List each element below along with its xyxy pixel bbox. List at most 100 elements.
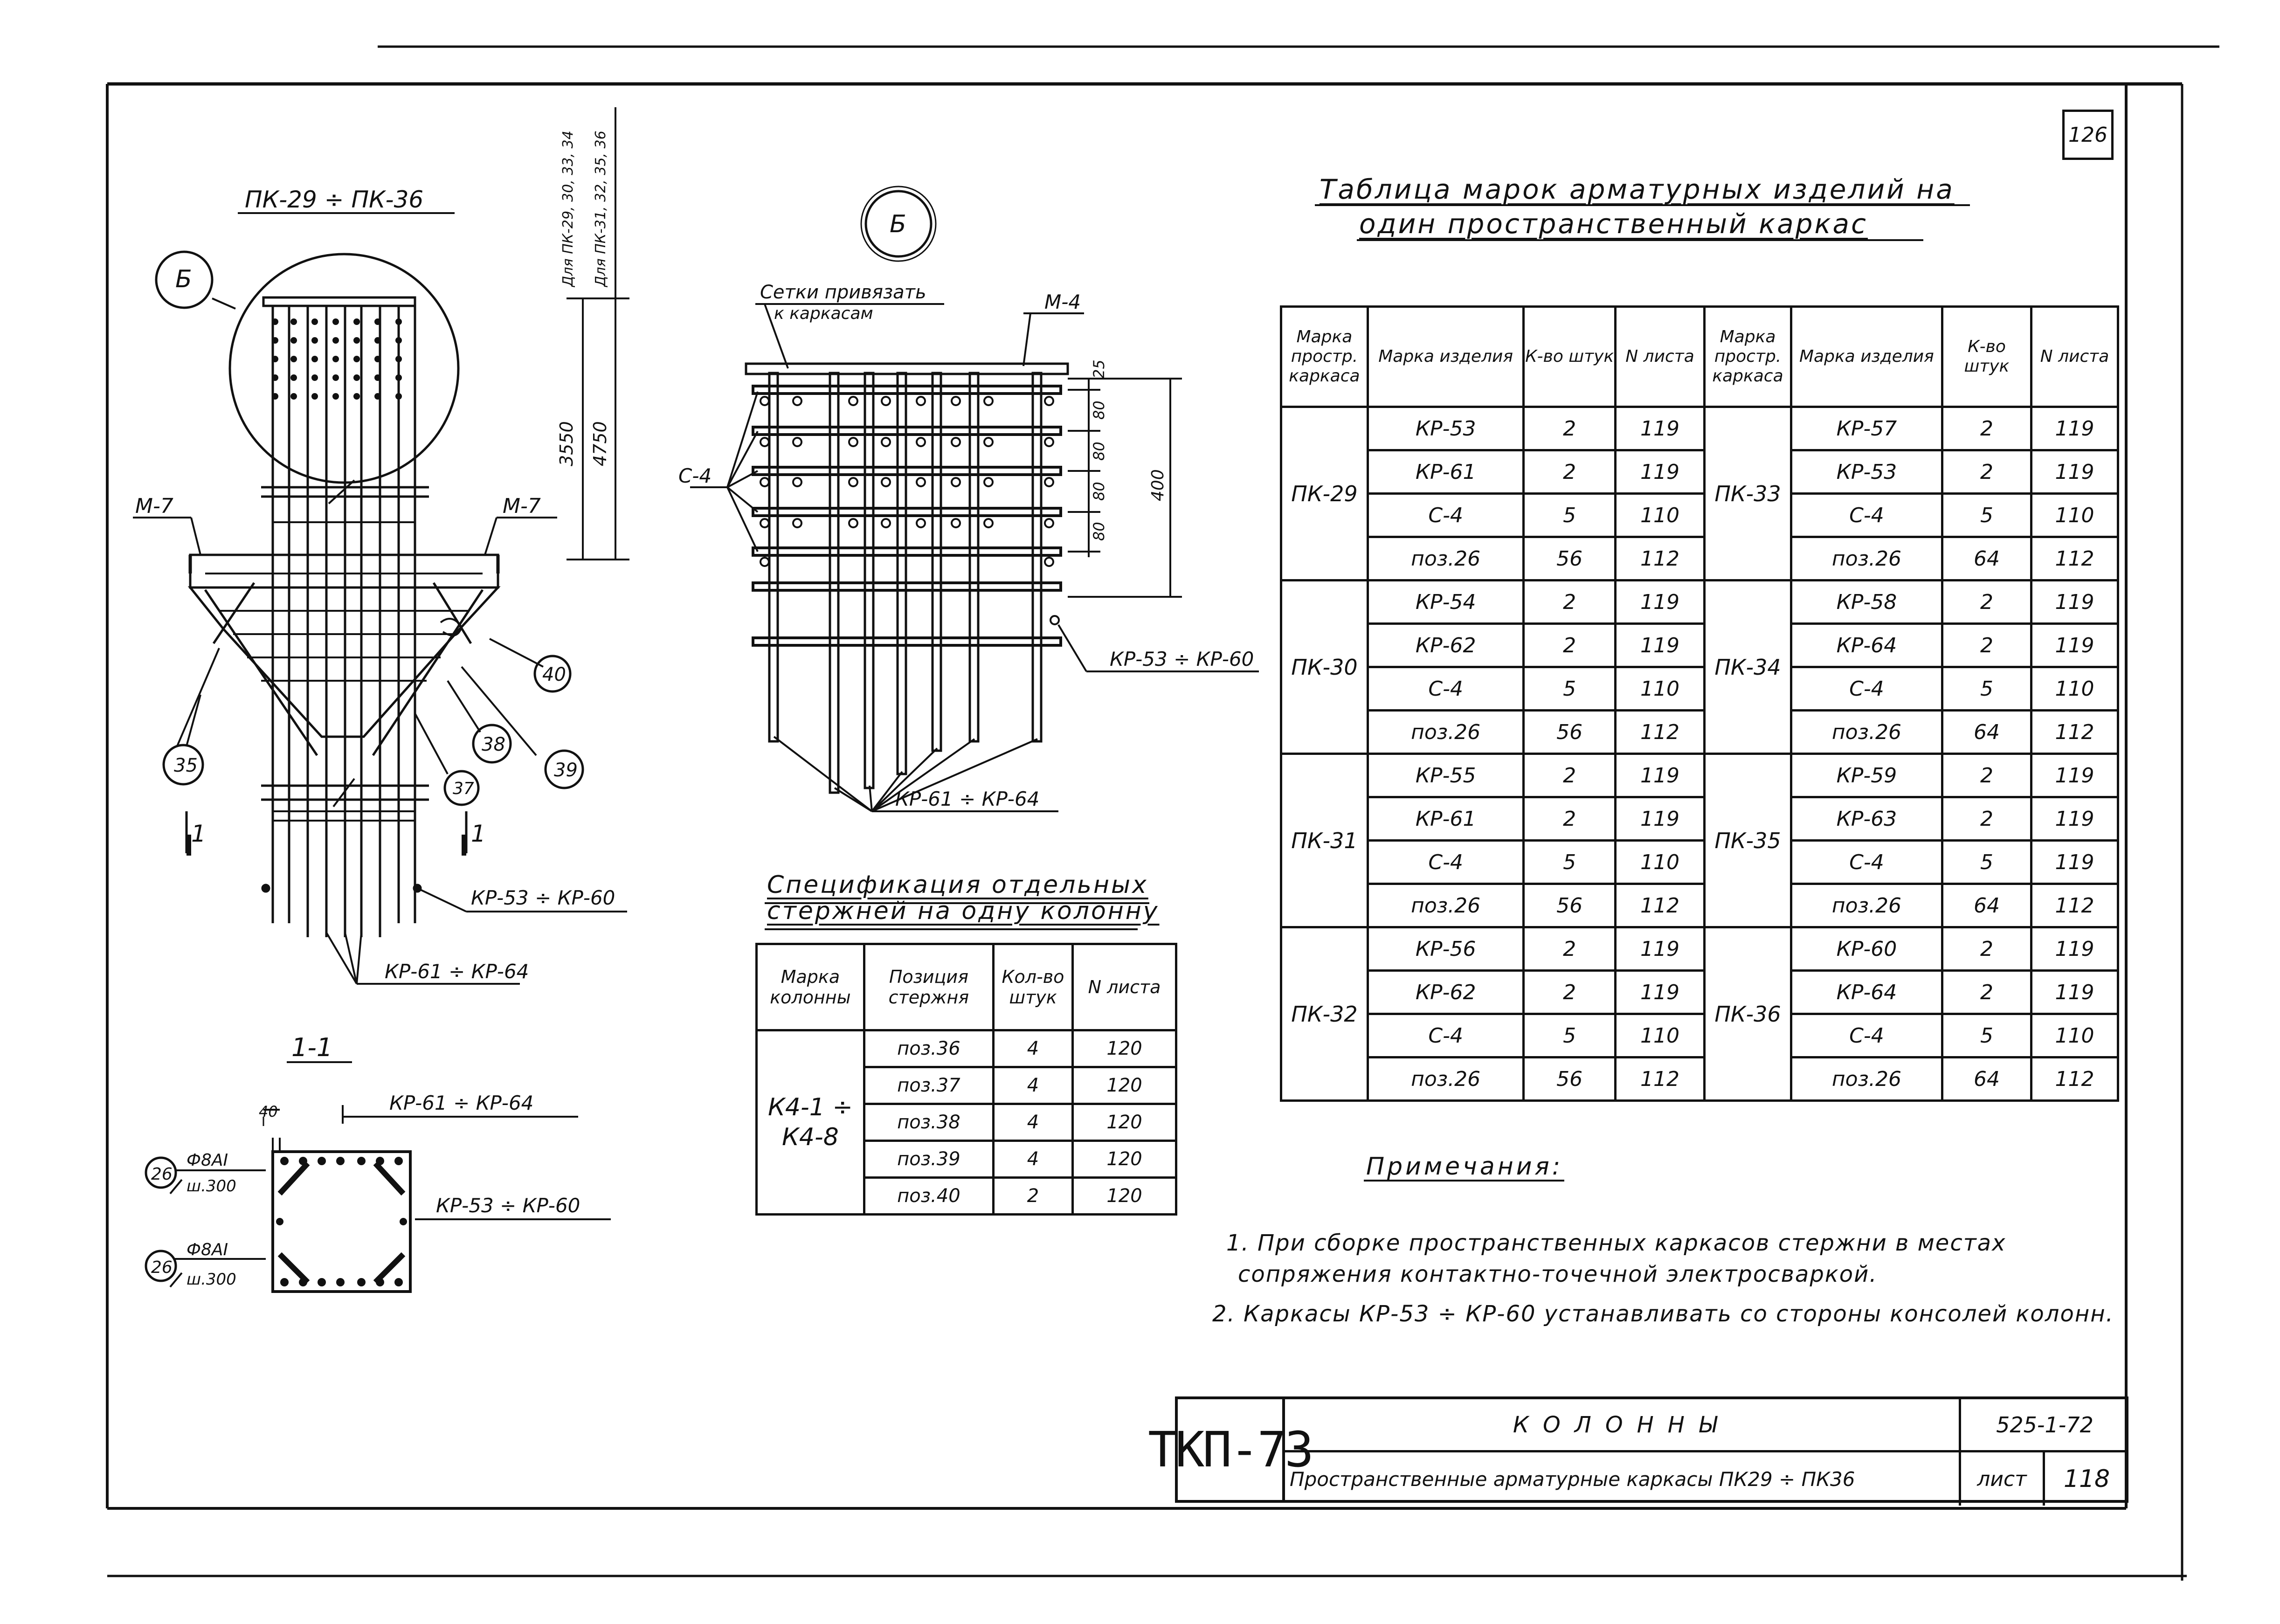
marks-table-title-2: один пространственный каркас [1359,208,1868,240]
table-row: поз.38 4 120 [757,1103,1177,1142]
detail-b-label-kr61-64: КР-61 ÷ КР-64 [895,788,1039,810]
position-cell: поз.40 [863,1176,995,1216]
qty-cell: 5 [1941,666,2033,712]
section-label-kr53-60: КР-53 ÷ КР-60 [436,1194,580,1217]
qty-cell: 2 [1941,796,2033,842]
product-cell: КР-54 [1366,579,1525,625]
callout-b-left: Б [175,265,192,293]
note-1-line-2: сопряжения контактно-точечной электросва… [1238,1261,1878,1287]
detail-b-dim-25: 25 [1090,359,1108,379]
product-cell: КР-53 [1366,406,1525,451]
product-cell: КР-62 [1366,622,1525,668]
qty-cell: 5 [1522,1013,1617,1058]
frame-mark-right: ПК-36 [1703,926,1792,1102]
qty-cell: 2 [1941,926,2033,972]
qty-cell: 2 [1522,579,1617,625]
sheet-cell: 110 [2030,492,2119,538]
qty-cell: 64 [1941,883,2033,928]
sheet-cell: 112 [1614,1056,1706,1102]
sheet-cell: 119 [2030,969,2119,1015]
pos-38: 38 [482,734,505,755]
qty-cell: 56 [1522,1056,1617,1102]
detail-b-callout: Б [890,210,906,238]
position-cell: поз.38 [863,1103,995,1142]
pos-40: 40 [542,664,566,685]
table-row: ПК-32 КР-56 2 119 ПК-36 КР-60 2 119 [1280,926,2119,1102]
qty-cell: 5 [1941,492,2033,538]
table-row: С-4 5 110 С-4 5 110 [1281,666,2119,712]
sheet-cell: 119 [1614,449,1706,495]
title-block-main: КОЛОННЫ Пространственные арматурные карк… [1285,1396,2128,1506]
sheet-cell: 110 [2030,666,2119,712]
section-rebar-bottom: Ф8АI [187,1240,228,1259]
section-label-kr61-64: КР-61 ÷ КР-64 [389,1092,533,1114]
qty-cell: 4 [992,1103,1074,1142]
product-cell: КР-64 [1789,622,1943,668]
sheet-cell: 119 [2030,406,2119,451]
section-rebar-top: Ф8АI [187,1151,228,1170]
table-row: КР-61 2 119 КР-53 2 119 [1281,449,2119,495]
header-position: Позиция стержня [863,943,995,1031]
product-cell: С-4 [1366,839,1525,885]
product-cell: С-4 [1366,492,1525,538]
qty-cell: 4 [992,1066,1074,1105]
product-cell: КР-56 [1366,926,1525,972]
drawing-labels: ПК-29 ÷ ПК-36 Б М-7 М-7 3550 4750 Для ПК… [135,131,1254,1289]
table-row: поз.26 56 112 поз.26 64 112 [1281,1056,2119,1102]
sheet-cell: 112 [1614,536,1706,581]
qty-cell: 2 [1522,449,1617,495]
qty-cell: 4 [992,1029,1074,1068]
sheet-cell: 119 [1614,622,1706,668]
product-cell: КР-55 [1366,753,1525,798]
sheet-cell: 110 [1614,839,1706,885]
vert-note-1: Для ПК-29, 30, 33, 34 [560,131,576,288]
header-column-mark: Марка колонны [755,943,865,1031]
section-pos-26-top: 26 [151,1165,173,1184]
product-cell: С-4 [1366,666,1525,712]
table-row: С-4 5 110 С-4 5 119 [1281,839,2119,885]
elev-label-kr53-60: КР-53 ÷ КР-60 [471,886,615,909]
spec-table-header: Марка колонны Позиция стержня Кол-во шту… [755,943,1177,1031]
pos-35: 35 [174,755,198,776]
detail-b-m4: М-4 [1044,290,1081,313]
position-callouts [155,250,584,806]
marks-table-title-1: Таблица марок арматурных изделий на [1320,173,1955,205]
qty-cell: 2 [1522,796,1617,842]
product-cell: КР-59 [1789,753,1943,798]
table-row: поз.39 4 120 [757,1140,1177,1179]
sheet-cell: 120 [1071,1066,1177,1105]
notes-heading: Примечания: [1366,1153,1563,1181]
detail-b-dim-400: 400 [1148,469,1168,501]
header-sheet-left: N листа [1614,305,1706,408]
sheet-cell: 120 [1071,1176,1177,1216]
table-row: К4-1 ÷ К4-8 поз.36 4 120 [755,1029,1177,1216]
detail-b-drawing [690,186,1259,812]
qty-cell: 5 [1522,839,1617,885]
sheet-frame [106,45,2219,1581]
product-cell: С-4 [1789,666,1943,712]
note-2: 2. Каркасы КР-53 ÷ КР-60 устанавливать с… [1212,1301,2114,1327]
mark-m7-left: М-7 [135,494,173,518]
detail-b-dim-80a: 80 [1090,401,1108,420]
qty-cell: 2 [1941,969,2033,1015]
product-cell: поз.26 [1366,709,1525,755]
detail-b-dim-80d: 80 [1090,522,1108,541]
sheet-cell: 112 [2030,883,2119,928]
product-cell: поз.26 [1366,883,1525,928]
table-row: ПК-30 КР-54 2 119 ПК-34 КР-58 2 119 [1280,579,2119,755]
spec-table-title-1: Спецификация отдельных [767,871,1148,899]
qty-cell: 5 [1522,492,1617,538]
product-cell: КР-61 [1366,449,1525,495]
sheet-cell: 119 [2030,579,2119,625]
product-cell: С-4 [1789,839,1943,885]
heading-rules [765,204,1970,1182]
qty-cell: 2 [1522,753,1617,798]
table-row: поз.37 4 120 [757,1066,1177,1105]
mesh-dots [272,318,402,400]
pos-39: 39 [554,760,578,781]
sheet-cell: 119 [1614,406,1706,451]
position-cell: поз.36 [863,1029,995,1068]
section-mark-left: 1 [191,820,206,847]
sheet-cell: 112 [2030,536,2119,581]
